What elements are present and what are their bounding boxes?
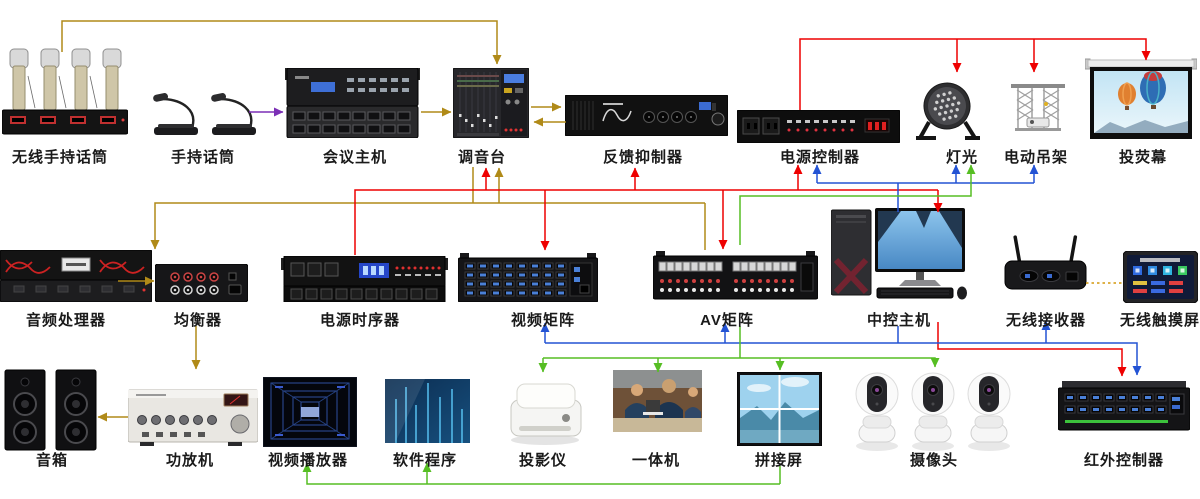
wireless-receiver-icon xyxy=(1004,235,1087,290)
label-video-matrix: 视频矩阵 xyxy=(510,312,576,329)
gooseneck-mics-icon xyxy=(153,93,256,135)
label-ir-controller: 红外控制器 xyxy=(1083,452,1165,469)
label-wireless-handheld-mics: 无线手持话筒 xyxy=(11,149,109,166)
device-power-sequencer xyxy=(281,256,448,302)
projection-screen-icon xyxy=(1085,58,1197,139)
label-stage-light: 灯光 xyxy=(945,149,979,166)
conference-host-icon xyxy=(285,68,420,138)
central-control-host-icon xyxy=(831,208,967,300)
feedback-suppressor-icon xyxy=(565,95,728,136)
device-cameras xyxy=(853,366,1013,452)
device-speakers xyxy=(3,368,98,452)
device-power-controller xyxy=(737,110,900,143)
label-audio-processor: 音频处理器 xyxy=(25,312,107,329)
power-amplifier-icon xyxy=(128,389,258,446)
device-feedback-suppressor xyxy=(565,95,728,136)
device-wireless-touchscreen xyxy=(1123,251,1198,303)
ir-controller-icon xyxy=(1058,381,1190,431)
equalizer-icon xyxy=(155,264,248,302)
device-central-control-host xyxy=(831,208,968,300)
device-stage-light xyxy=(913,80,991,142)
video-wall-icon xyxy=(737,372,822,446)
label-equalizer: 均衡器 xyxy=(173,312,223,329)
speakers-icon xyxy=(4,369,97,451)
video-player-icon xyxy=(263,377,357,447)
device-all-in-one xyxy=(613,370,702,432)
device-av-matrix xyxy=(653,251,818,300)
video-matrix-icon xyxy=(458,253,598,302)
software-program-icon xyxy=(385,379,470,443)
motorized-hanger-icon xyxy=(1011,84,1065,131)
device-handheld-mics xyxy=(148,93,258,138)
label-video-player: 视频播放器 xyxy=(267,452,349,469)
device-projector xyxy=(503,374,588,447)
device-video-wall xyxy=(737,372,822,446)
label-projection-screen: 投荧幕 xyxy=(1118,149,1168,166)
label-power-sequencer: 电源时序器 xyxy=(319,312,401,329)
wireless-mics-icon xyxy=(2,48,128,135)
power-controller-icon xyxy=(737,110,900,143)
label-projector: 投影仪 xyxy=(518,452,568,469)
label-wireless-touchscreen: 无线触摸屏 xyxy=(1119,312,1200,329)
device-mixer xyxy=(453,68,529,138)
label-cameras: 摄像头 xyxy=(909,452,959,469)
device-software-program xyxy=(385,379,470,443)
label-conference-host: 会议主机 xyxy=(322,149,388,166)
mixer-icon xyxy=(453,68,529,138)
label-central-control-host: 中控主机 xyxy=(866,312,932,329)
wireless-touchscreen-icon xyxy=(1123,251,1198,303)
all-in-one-icon xyxy=(613,370,702,432)
device-wireless-receiver xyxy=(1003,233,1088,297)
device-conference-host xyxy=(285,68,420,138)
label-av-matrix: AV矩阵 xyxy=(700,312,754,329)
av-matrix-icon xyxy=(653,251,818,300)
device-projection-screen xyxy=(1085,56,1197,145)
device-video-player xyxy=(263,377,357,447)
label-feedback-suppressor: 反馈抑制器 xyxy=(602,149,684,166)
audio-processor-icon xyxy=(0,250,152,302)
device-wireless-handheld-mics xyxy=(2,48,128,138)
device-ir-controller xyxy=(1058,381,1190,435)
projector-icon xyxy=(510,383,582,445)
device-audio-processor xyxy=(0,250,152,302)
label-power-controller: 电源控制器 xyxy=(779,149,861,166)
stage-light-icon xyxy=(916,82,980,140)
power-sequencer-icon xyxy=(281,256,448,302)
cameras-icon xyxy=(855,372,1011,451)
device-video-matrix xyxy=(458,253,598,302)
label-speakers: 音箱 xyxy=(35,452,69,469)
label-handheld-mics: 手持话筒 xyxy=(170,149,236,166)
device-motorized-hanger xyxy=(1003,84,1073,142)
device-power-amplifier xyxy=(128,384,258,448)
label-motorized-hanger: 电动吊架 xyxy=(1003,149,1069,166)
label-all-in-one: 一体机 xyxy=(631,452,681,469)
label-power-amplifier: 功放机 xyxy=(165,452,215,469)
link-audiobus-processor xyxy=(150,202,705,250)
label-mixer: 调音台 xyxy=(457,149,507,166)
device-equalizer xyxy=(155,264,248,302)
label-software-program: 软件程序 xyxy=(392,452,458,469)
label-video-wall: 拼接屏 xyxy=(754,452,804,469)
label-wireless-receiver: 无线接收器 xyxy=(1005,312,1087,329)
